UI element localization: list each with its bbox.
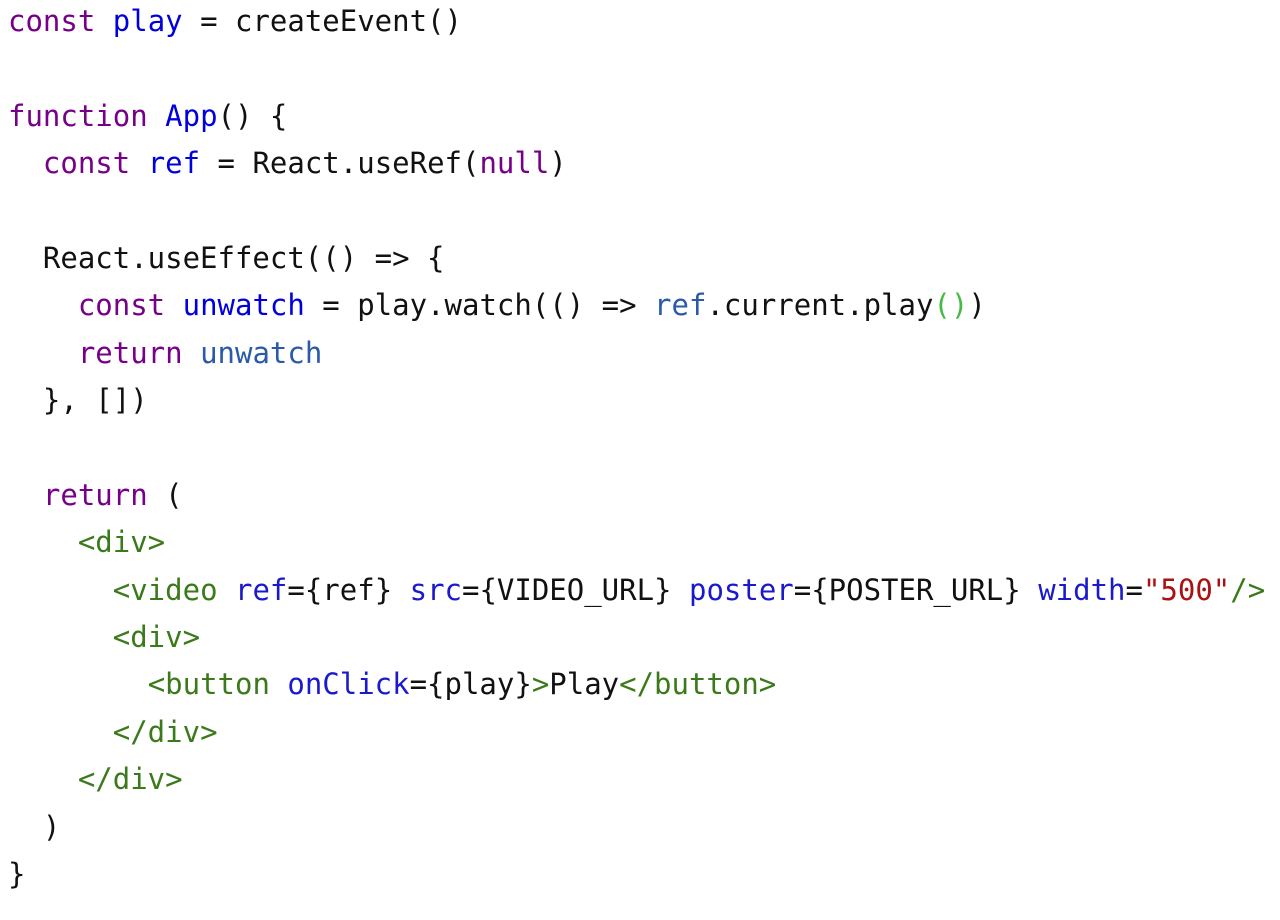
code-line: <video ref={ref} src={VIDEO_URL} poster=… bbox=[8, 567, 1265, 614]
code-token: ref bbox=[235, 572, 288, 607]
code-token: poster bbox=[688, 572, 794, 607]
code-token: > bbox=[531, 667, 550, 702]
code-token bbox=[218, 573, 235, 607]
code-token: }, []) bbox=[8, 383, 148, 418]
code-token: ref bbox=[654, 288, 707, 323]
code-line: <div> bbox=[8, 614, 1265, 661]
code-token: Play bbox=[549, 667, 620, 702]
code-token: unwatch bbox=[182, 288, 305, 323]
code-line: const ref = React.useRef(null) bbox=[8, 140, 1265, 187]
code-line bbox=[8, 188, 1265, 235]
code-token: <div> bbox=[77, 525, 166, 560]
code-token: <div> bbox=[112, 620, 201, 655]
code-line: function App() { bbox=[8, 93, 1265, 140]
code-line: <div> bbox=[8, 519, 1265, 566]
code-token: ref bbox=[147, 146, 201, 181]
code-token: = createEvent() bbox=[182, 4, 462, 38]
code-token: "500" bbox=[1142, 572, 1231, 607]
code-token bbox=[148, 99, 165, 133]
code-token: ={ref} bbox=[287, 572, 410, 607]
code-token: onClick bbox=[287, 667, 410, 702]
code-token: () bbox=[933, 288, 969, 323]
code-token: ={play} bbox=[409, 667, 532, 702]
code-token bbox=[8, 667, 148, 701]
code-token bbox=[95, 4, 112, 38]
code-line: </div> bbox=[8, 709, 1265, 756]
code-line bbox=[8, 45, 1265, 92]
code-token: ={POSTER_URL} bbox=[793, 572, 1039, 607]
code-token: return bbox=[77, 335, 183, 370]
code-token bbox=[270, 667, 287, 701]
code-token: </div> bbox=[77, 762, 183, 797]
code-token: = play.watch(() => bbox=[304, 288, 655, 323]
code-token: App bbox=[165, 98, 218, 133]
code-token: = React.useRef( bbox=[200, 146, 480, 181]
code-token bbox=[8, 146, 43, 180]
code-line: } bbox=[8, 851, 1265, 898]
code-token: const bbox=[8, 4, 96, 38]
code-token: } bbox=[8, 857, 26, 892]
code-line: return unwatch bbox=[8, 330, 1265, 377]
code-token: play bbox=[112, 4, 183, 38]
code-token: <button bbox=[147, 667, 270, 702]
code-block: const play = createEvent() function App(… bbox=[8, 0, 1265, 898]
code-token: = bbox=[1125, 572, 1143, 607]
code-token: unwatch bbox=[200, 335, 323, 370]
code-token bbox=[8, 288, 78, 322]
code-line bbox=[8, 425, 1265, 472]
code-token: src bbox=[409, 572, 462, 607]
code-token bbox=[165, 288, 182, 322]
code-line: ) bbox=[8, 804, 1265, 851]
code-line: React.useEffect(() => { bbox=[8, 235, 1265, 282]
code-token bbox=[8, 336, 78, 370]
code-token: .current.play bbox=[706, 288, 934, 323]
code-token bbox=[8, 620, 113, 654]
code-token bbox=[8, 478, 43, 512]
code-line: }, []) bbox=[8, 377, 1265, 424]
code-line: const unwatch = play.watch(() => ref.cur… bbox=[8, 282, 1265, 329]
code-token: const bbox=[42, 146, 131, 181]
code-token: null bbox=[479, 146, 550, 181]
code-token bbox=[130, 146, 147, 180]
code-line: return ( bbox=[8, 472, 1265, 519]
code-token: /> bbox=[1230, 572, 1266, 607]
code-line: </div> bbox=[8, 756, 1265, 803]
code-token: return bbox=[42, 477, 148, 512]
code-token: const bbox=[77, 288, 166, 323]
code-token bbox=[8, 525, 78, 559]
code-token: <video bbox=[112, 572, 218, 607]
code-token: React.useEffect(() => { bbox=[8, 240, 445, 275]
code-token: width bbox=[1038, 572, 1126, 607]
code-token: ) bbox=[549, 146, 567, 181]
code-token: function bbox=[8, 98, 148, 133]
code-token: ( bbox=[147, 477, 183, 512]
code-token: ={VIDEO_URL} bbox=[462, 572, 689, 607]
code-token: </div> bbox=[112, 714, 218, 749]
code-token: ) bbox=[8, 809, 61, 844]
code-line: <button onClick={play}>Play</button> bbox=[8, 661, 1265, 708]
code-token bbox=[183, 336, 200, 370]
code-token bbox=[8, 715, 113, 749]
code-token bbox=[8, 573, 113, 607]
code-token bbox=[8, 762, 78, 796]
code-token: </button> bbox=[619, 667, 777, 702]
code-line: const play = createEvent() bbox=[8, 0, 1265, 45]
code-token: () { bbox=[217, 98, 288, 133]
code-token: ) bbox=[968, 288, 986, 323]
